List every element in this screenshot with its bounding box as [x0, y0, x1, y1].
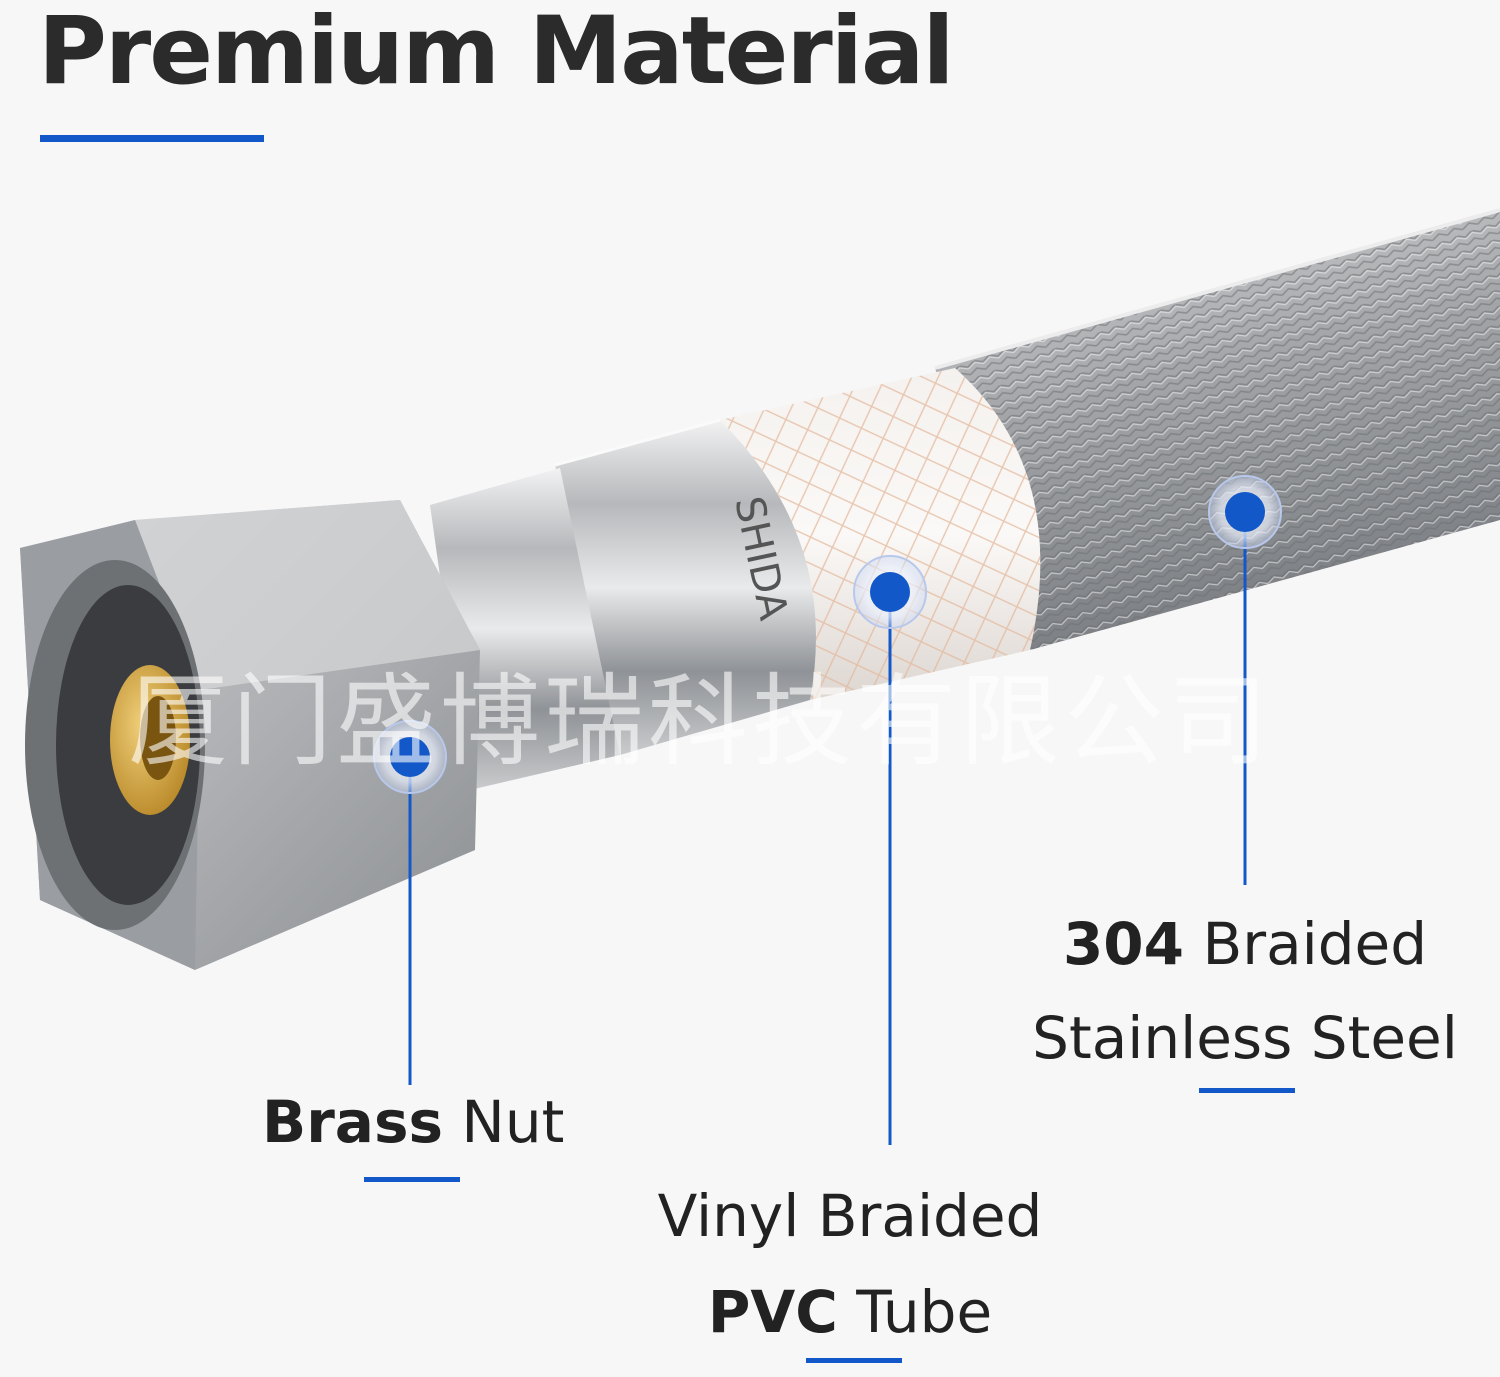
callout-pvc-line-1: Vinyl Braided	[640, 1182, 1060, 1252]
callout-pvc-underline	[806, 1358, 902, 1363]
callout-pvc-line-2-rest: Tube	[837, 1278, 993, 1346]
callout-steel-line-2-rest: Stainless Steel	[1032, 1004, 1458, 1072]
callout-steel-line-1-bold: 304	[1062, 910, 1185, 978]
callout-pvc-marker	[853, 555, 927, 1145]
pvc-tube	[720, 368, 1041, 700]
watermark-text: 厦门盛博瑞科技有限公司	[128, 663, 1272, 780]
callout-pvc-line-1-rest: Vinyl Braided	[657, 1182, 1043, 1250]
callout-steel-underline	[1199, 1088, 1295, 1093]
page-title: Premium Material	[38, 0, 955, 106]
crimp-ferrule: SHIDA	[554, 418, 816, 755]
title-underline	[40, 135, 264, 142]
callout-steel-line-1-rest: Braided	[1184, 910, 1428, 978]
callout-brass-nut-marker	[373, 720, 447, 1085]
callout-brass-nut-label: Brass Nut	[262, 1088, 564, 1158]
callout-pvc-line-2-bold: PVC	[707, 1278, 838, 1346]
callout-steel-line-2: Stainless Steel	[1030, 1004, 1460, 1074]
callout-brass-nut-rest: Nut	[443, 1088, 565, 1156]
hex-nut	[20, 500, 480, 970]
callout-brass-nut-underline	[364, 1177, 460, 1182]
callout-pvc-line-2: PVC Tube	[640, 1278, 1060, 1348]
callout-steel-line-1: 304 Braided	[1030, 910, 1460, 980]
steel-braid-hose	[934, 208, 1500, 650]
callout-steel-marker	[1208, 475, 1282, 885]
callout-brass-nut-bold: Brass	[262, 1088, 443, 1156]
